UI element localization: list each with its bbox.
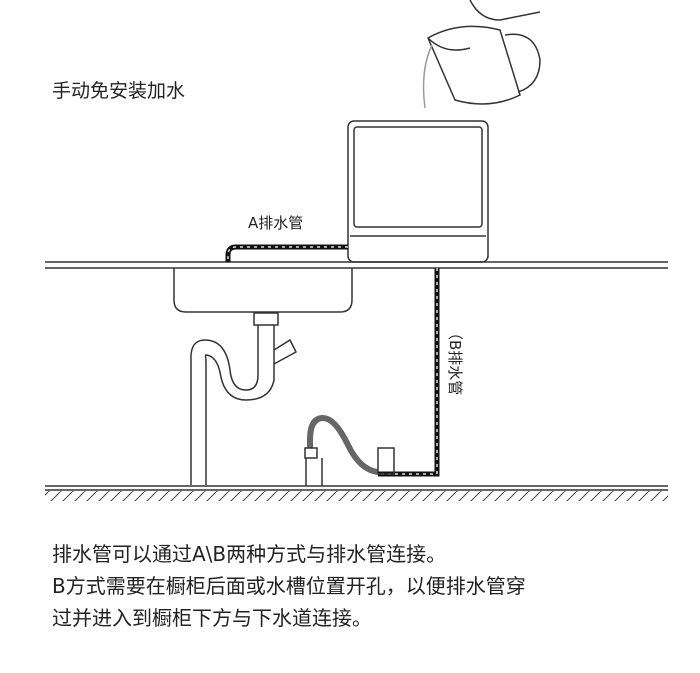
drain-hose [307, 414, 379, 475]
countertop [45, 261, 668, 269]
page-title: 手动免安装加水 [52, 80, 186, 102]
description-line: 过并进入到橱柜下方与下水道连接。 [52, 606, 372, 630]
description-line: 排水管可以通过A\B两种方式与排水管连接。 [52, 542, 447, 566]
pitcher-icon [422, 0, 541, 109]
pipe-a-label: A排水管 [248, 214, 304, 232]
sink [173, 268, 353, 313]
sink-trap [190, 312, 297, 485]
dishwasher [347, 120, 489, 263]
description: 排水管可以通过A\B两种方式与排水管连接。 B方式需要在橱柜后面或水槽位置开孔，… [52, 538, 526, 634]
pipe-b [378, 268, 440, 477]
description-line: B方式需要在橱柜后面或水槽位置开孔，以便排水管穿 [52, 574, 526, 598]
floor [45, 485, 668, 501]
pipe-b-label: （B排水管 [446, 325, 464, 396]
pipe-a [225, 244, 348, 262]
